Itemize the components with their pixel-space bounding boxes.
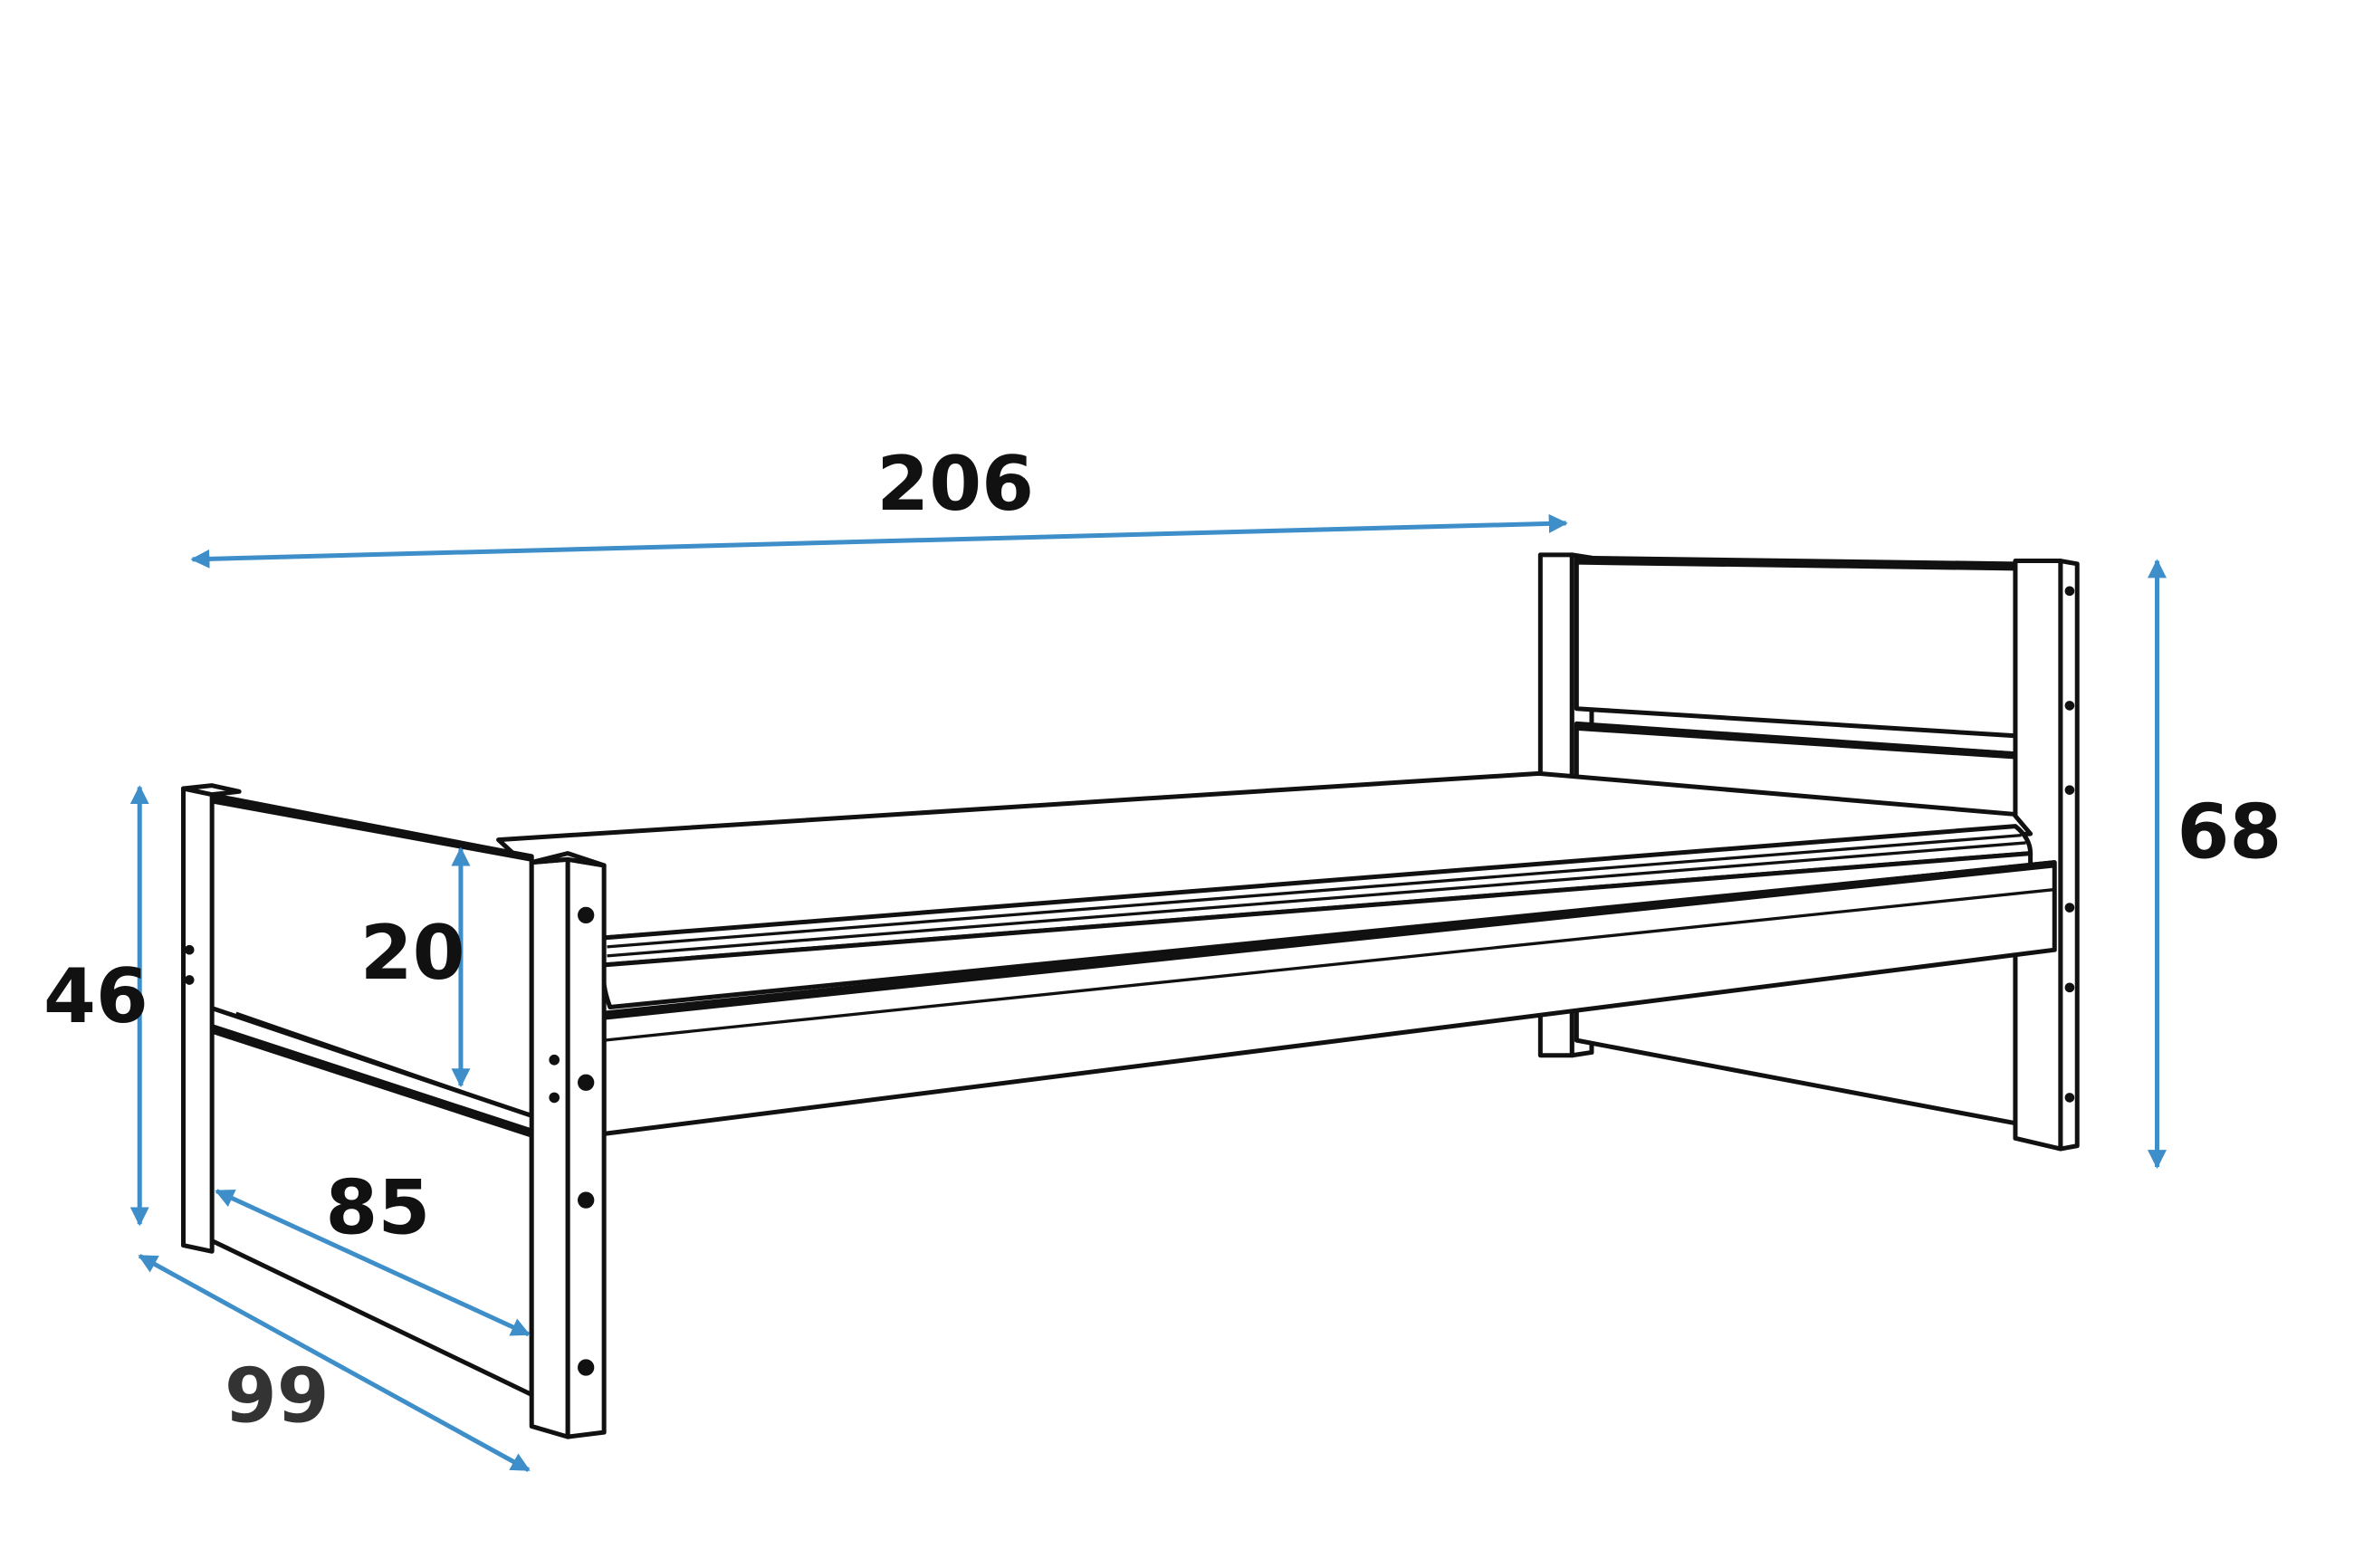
headboard-top-panel bbox=[1574, 555, 2018, 739]
footboard-height-label: 46 bbox=[43, 952, 148, 1040]
outer-width-label: 99 bbox=[225, 1352, 330, 1439]
headboard-bolt-hole bbox=[2064, 586, 2075, 597]
footboard-bolt-hole bbox=[578, 906, 595, 924]
footboard-bolt-hole bbox=[549, 1054, 560, 1066]
footboard-back-post bbox=[181, 783, 242, 1254]
bed-frame bbox=[181, 552, 2080, 1439]
mattress bbox=[496, 770, 2033, 1009]
headboard-bolt-hole bbox=[2064, 1093, 2075, 1103]
inner-width-label: 85 bbox=[325, 1163, 430, 1251]
side-rail-height-label: 20 bbox=[360, 909, 465, 997]
headboard-front-post bbox=[2013, 559, 2080, 1152]
length-label: 206 bbox=[876, 440, 1034, 528]
footboard-bolt-hole bbox=[184, 975, 195, 985]
headboard-bolt-hole bbox=[2064, 785, 2075, 795]
dimension-labels: 206 68 46 20 85 99 bbox=[43, 440, 2282, 1440]
headboard-bolt-hole bbox=[2064, 982, 2075, 993]
headboard-bolt-hole bbox=[2064, 701, 2075, 711]
footboard-bolt-hole bbox=[184, 944, 195, 955]
footboard-bolt-hole bbox=[578, 1359, 595, 1376]
footboard-bolt-hole bbox=[578, 1074, 595, 1091]
footboard-bolt-hole bbox=[578, 1191, 595, 1209]
outer-width-arrow bbox=[138, 1254, 531, 1472]
footboard-bolt-hole bbox=[549, 1092, 560, 1104]
footboard-front-post bbox=[529, 851, 607, 1439]
headboard-bolt-hole bbox=[2064, 903, 2075, 913]
headboard-height-label: 68 bbox=[2177, 789, 2282, 876]
length-arrow bbox=[190, 513, 1568, 569]
dimension-arrows bbox=[129, 513, 2167, 1472]
